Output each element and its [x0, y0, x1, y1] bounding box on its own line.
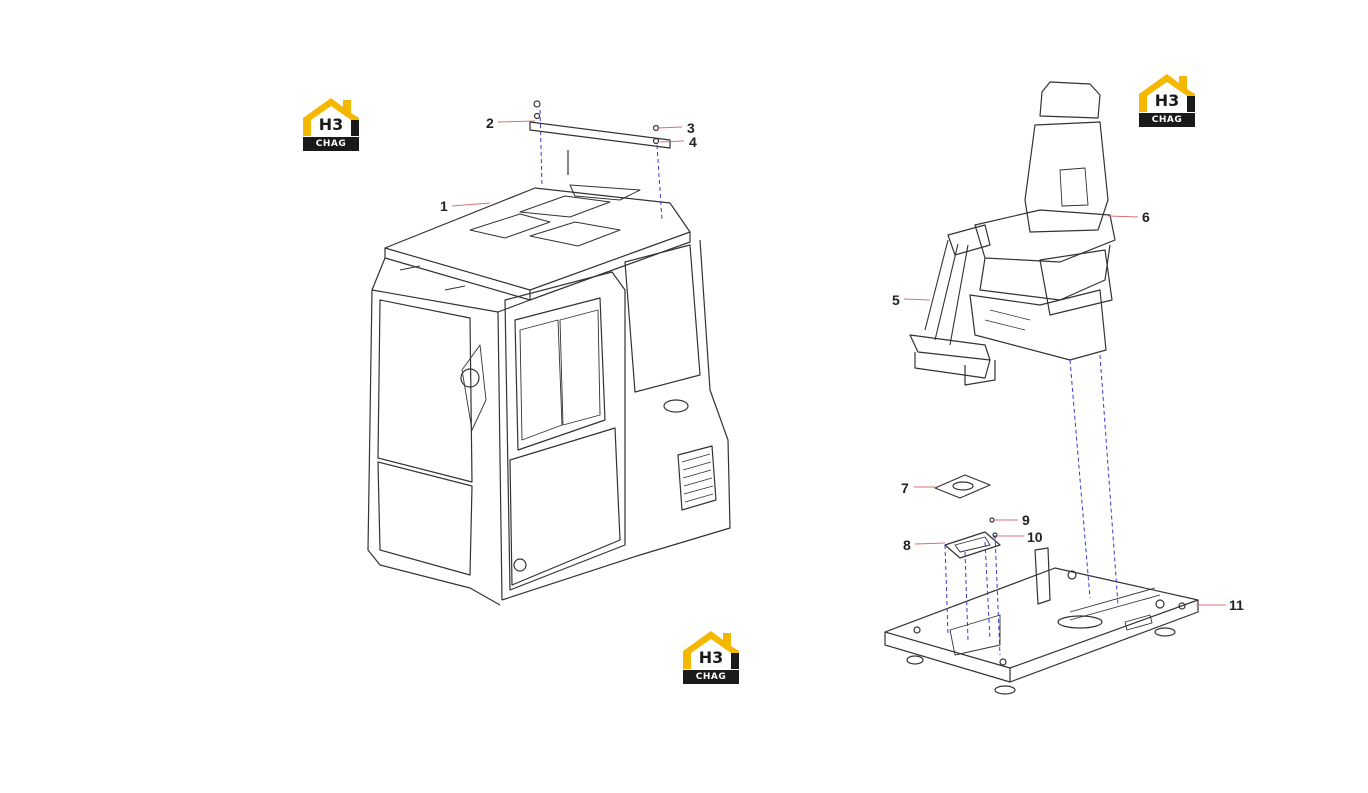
- logo-text: CHAG: [303, 137, 359, 151]
- leader-lines: [451, 120, 1226, 606]
- floor-base: [884, 547, 1199, 695]
- logo-text: CHAG: [1139, 113, 1195, 127]
- callout-10[interactable]: 10: [1027, 529, 1043, 545]
- house-logo-icon: [683, 631, 739, 669]
- callout-11[interactable]: 11: [1229, 597, 1244, 613]
- brand-logo-1: H3 CHAG: [303, 98, 359, 152]
- callout-5[interactable]: 5: [892, 292, 900, 308]
- logo-mark: H3: [318, 115, 344, 134]
- logo-mark: H3: [1154, 91, 1180, 110]
- callout-1[interactable]: 1: [440, 198, 448, 214]
- logo-mark: H3: [698, 648, 724, 667]
- brand-logo-3: H3 CHAG: [683, 631, 739, 685]
- house-logo-icon: [303, 98, 359, 136]
- house-logo-icon: [1139, 74, 1195, 112]
- assembly-lines: [539, 109, 1119, 656]
- operator-seat: [947, 81, 1116, 361]
- callout-3[interactable]: 3: [687, 120, 695, 136]
- mount-bracket: [944, 517, 1001, 559]
- cab-assembly: [367, 184, 731, 606]
- callout-6[interactable]: 6: [1142, 209, 1150, 225]
- pedal-assembly: [909, 239, 996, 386]
- callout-8[interactable]: 8: [903, 537, 911, 553]
- plate: [934, 474, 991, 499]
- brand-logo-2: H3 CHAG: [1139, 74, 1195, 128]
- roof-bracket: [529, 100, 671, 175]
- logo-text: CHAG: [683, 670, 739, 684]
- callout-2[interactable]: 2: [486, 115, 494, 131]
- callout-4[interactable]: 4: [689, 134, 697, 150]
- callout-9[interactable]: 9: [1022, 512, 1030, 528]
- callout-7[interactable]: 7: [901, 480, 909, 496]
